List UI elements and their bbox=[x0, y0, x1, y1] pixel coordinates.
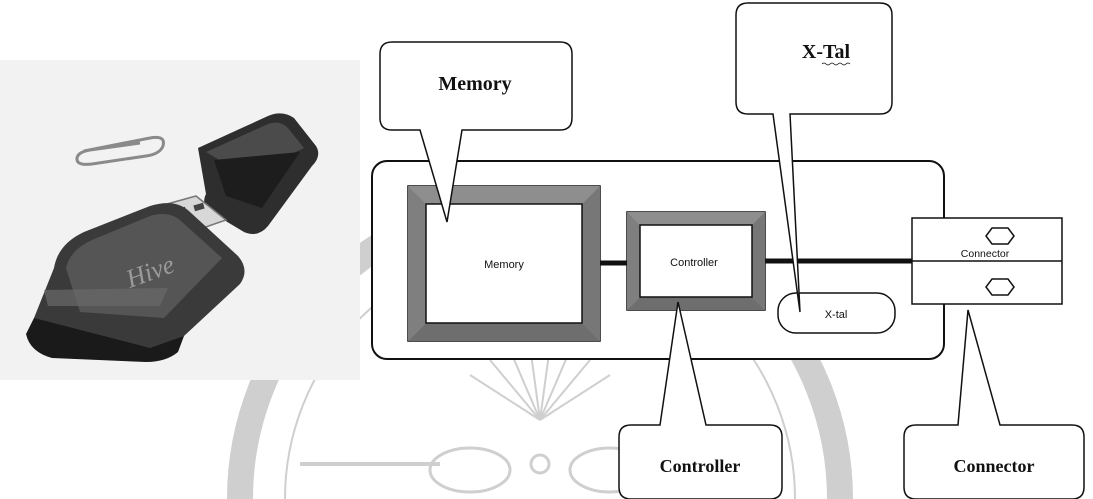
controller-block: Controller bbox=[627, 212, 765, 310]
memory-block: Memory bbox=[408, 186, 600, 341]
callout-connector-label: Connector bbox=[954, 456, 1035, 476]
connector-pin-icon bbox=[986, 279, 1014, 295]
callout-xtal-label: X-Tal bbox=[802, 41, 851, 63]
memory-block-label: Memory bbox=[484, 259, 524, 271]
callout-controller-label: Controller bbox=[660, 456, 741, 476]
callout-memory-label: Memory bbox=[438, 73, 511, 95]
xtal-block: X-tal bbox=[778, 293, 895, 333]
xtal-block-label: X-tal bbox=[825, 309, 848, 321]
connector-block: Connector bbox=[912, 218, 1062, 304]
connector-block-label: Connector bbox=[961, 248, 1010, 260]
flash-drive-photo: Hive bbox=[0, 60, 360, 380]
connector-pin-icon bbox=[986, 228, 1014, 244]
controller-block-label: Controller bbox=[670, 257, 718, 269]
